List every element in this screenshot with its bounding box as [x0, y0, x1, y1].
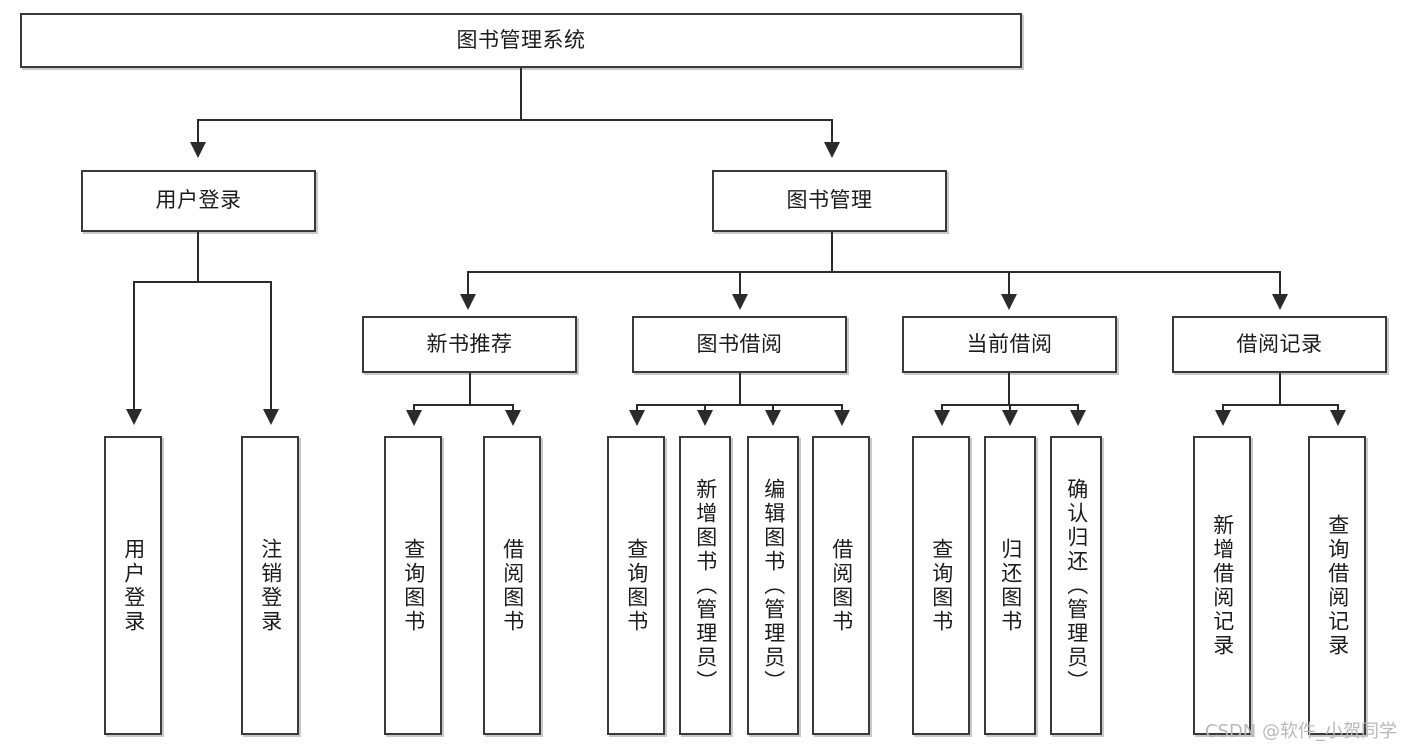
- arrowhead-recommend-leaf-2: [505, 410, 521, 426]
- node-label: 新书推荐: [426, 331, 513, 356]
- edge-borrow-drop-1: [636, 404, 638, 412]
- arrowhead-borrow-record: [1272, 294, 1288, 310]
- node-label: 用户登录: [155, 188, 242, 213]
- node-label: 查询图书: [929, 537, 954, 634]
- edge-current-drop-3: [1077, 404, 1079, 412]
- edge-book-manage-stem: [831, 232, 833, 272]
- node-label: 图书管理: [786, 188, 873, 213]
- leaf-recommend-borrow-book[interactable]: 借阅图书: [483, 436, 541, 735]
- node-label: 查询图书: [401, 537, 426, 634]
- arrowhead-borrow-leaf-4: [834, 410, 850, 426]
- node-label: 新增图书（管理员）: [693, 477, 718, 694]
- edge-to-book-manage: [831, 119, 833, 144]
- edge-to-user-login: [197, 119, 199, 144]
- edge-recommend-stem: [469, 373, 471, 405]
- arrowhead-current-borrow: [1001, 294, 1017, 310]
- node-label: 当前借阅: [966, 331, 1053, 356]
- edge-user-login-stem: [197, 232, 199, 282]
- edge-user-login-bus: [133, 281, 271, 283]
- arrowhead-record-leaf-1: [1215, 410, 1231, 426]
- arrowhead-leaf-user-login: [126, 409, 142, 425]
- node-book-borrow[interactable]: 图书借阅: [632, 316, 847, 373]
- edge-root-stem: [520, 68, 522, 120]
- arrowhead-user-login: [190, 142, 206, 158]
- leaf-record-add-record[interactable]: 新增借阅记录: [1193, 436, 1251, 735]
- edge-recommend-bus: [413, 404, 513, 406]
- arrowhead-record-leaf-2: [1330, 410, 1346, 426]
- edge-borrow-bus: [636, 404, 843, 406]
- leaf-logout[interactable]: 注销登录: [241, 436, 299, 735]
- node-label: 编辑图书（管理员）: [761, 477, 786, 694]
- node-label: 图书借阅: [696, 331, 783, 356]
- edge-level3-drop-4: [1279, 271, 1281, 296]
- edge-borrow-drop-3: [772, 404, 774, 412]
- edge-recommend-drop-2: [512, 404, 514, 412]
- node-label: 查询图书: [624, 537, 649, 634]
- node-label: 图书管理系统: [456, 27, 586, 52]
- node-borrow-record[interactable]: 借阅记录: [1172, 316, 1387, 373]
- node-label: 借阅记录: [1236, 331, 1323, 356]
- edge-recommend-drop-1: [413, 404, 415, 412]
- arrowhead-recommend-leaf-1: [406, 410, 422, 426]
- leaf-user-login[interactable]: 用户登录: [104, 436, 162, 735]
- edge-current-stem: [1008, 373, 1010, 405]
- node-root-system[interactable]: 图书管理系统: [20, 13, 1022, 68]
- arrowhead-book-manage: [824, 142, 840, 158]
- leaf-borrow-add-book-admin[interactable]: 新增图书（管理员）: [679, 436, 731, 735]
- edge-level3-drop-2: [739, 271, 741, 296]
- node-user-login[interactable]: 用户登录: [81, 170, 316, 232]
- node-label: 新增借阅记录: [1210, 513, 1235, 658]
- edge-current-drop-2: [1009, 404, 1011, 412]
- node-label: 用户登录: [121, 537, 146, 634]
- leaf-borrow-borrow-book[interactable]: 借阅图书: [812, 436, 870, 735]
- edge-record-bus: [1222, 404, 1338, 406]
- node-label: 借阅图书: [829, 537, 854, 634]
- node-new-book-recommend[interactable]: 新书推荐: [362, 316, 577, 373]
- leaf-current-query-book[interactable]: 查询图书: [912, 436, 970, 735]
- edge-record-drop-2: [1337, 404, 1339, 412]
- leaf-recommend-query-book[interactable]: 查询图书: [384, 436, 442, 735]
- edge-level3-bus: [467, 271, 1281, 273]
- leaf-borrow-query-book[interactable]: 查询图书: [607, 436, 665, 735]
- edge-user-login-drop-2: [270, 281, 272, 411]
- arrowhead-current-leaf-3: [1070, 410, 1086, 426]
- node-book-management[interactable]: 图书管理: [712, 170, 947, 232]
- leaf-record-query-record[interactable]: 查询借阅记录: [1308, 436, 1366, 735]
- node-label: 借阅图书: [500, 537, 525, 634]
- arrowhead-book-borrow: [732, 294, 748, 310]
- node-label: 注销登录: [258, 537, 283, 634]
- edge-borrow-drop-2: [704, 404, 706, 412]
- leaf-current-return-book[interactable]: 归还图书: [984, 436, 1036, 735]
- arrowhead-borrow-leaf-2: [697, 410, 713, 426]
- arrowhead-leaf-logout: [263, 409, 279, 425]
- edge-root-bus: [197, 119, 833, 121]
- node-label: 确认归还（管理员）: [1064, 477, 1089, 694]
- node-label: 归还图书: [998, 537, 1023, 634]
- arrowhead-new-book-recommend: [460, 294, 476, 310]
- leaf-current-confirm-return-admin[interactable]: 确认归还（管理员）: [1050, 436, 1102, 735]
- node-current-borrow[interactable]: 当前借阅: [902, 316, 1117, 373]
- edge-borrow-stem: [739, 373, 741, 405]
- edge-borrow-drop-4: [841, 404, 843, 412]
- edge-current-drop-1: [941, 404, 943, 412]
- edge-level3-drop-1: [467, 271, 469, 296]
- csdn-watermark: CSDN @软件_小贺同学: [1204, 721, 1397, 742]
- node-label: 查询借阅记录: [1325, 513, 1350, 658]
- leaf-borrow-edit-book-admin[interactable]: 编辑图书（管理员）: [747, 436, 799, 735]
- edge-record-drop-1: [1222, 404, 1224, 412]
- edge-record-stem: [1279, 373, 1281, 405]
- edge-user-login-drop-1: [133, 281, 135, 411]
- arrowhead-current-leaf-1: [934, 410, 950, 426]
- arrowhead-borrow-leaf-3: [765, 410, 781, 426]
- arrowhead-current-leaf-2: [1002, 410, 1018, 426]
- arrowhead-borrow-leaf-1: [629, 410, 645, 426]
- edge-level3-drop-3: [1008, 271, 1010, 296]
